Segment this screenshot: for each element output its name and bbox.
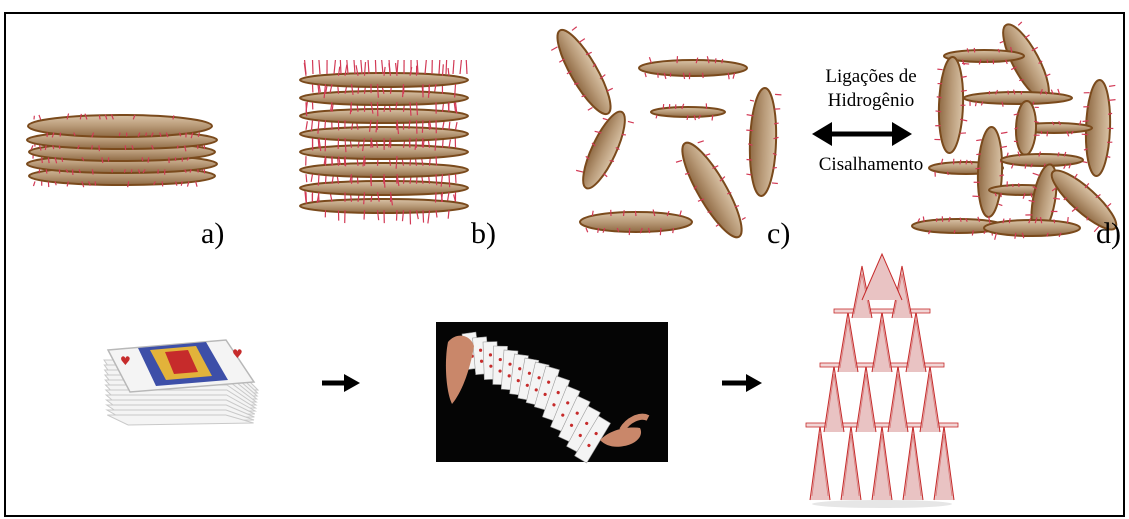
bristle	[338, 87, 339, 94]
platelet	[639, 60, 747, 76]
bristle	[378, 84, 379, 98]
bristle	[722, 59, 723, 63]
bristle	[635, 211, 636, 216]
bristle	[1047, 131, 1048, 136]
bristle	[318, 174, 319, 185]
bristle	[443, 64, 444, 75]
bristle	[987, 60, 988, 63]
shear-label: Cisalhamento	[806, 153, 936, 177]
bristle	[448, 210, 449, 219]
bristle	[436, 174, 437, 185]
bristle	[162, 181, 163, 186]
bristle	[39, 115, 41, 119]
panel-c-dispersed-platelets	[545, 22, 782, 246]
bristle	[131, 169, 132, 172]
bristle	[436, 156, 437, 165]
platelet	[670, 134, 755, 245]
bristle	[177, 145, 178, 148]
bristle	[46, 169, 47, 173]
bristle	[1031, 193, 1032, 197]
bristle	[146, 133, 147, 136]
bristle	[715, 58, 716, 63]
bristle	[1068, 217, 1069, 223]
bristle	[1054, 219, 1055, 223]
bristle	[62, 157, 63, 161]
house-of-cards-image	[806, 254, 958, 508]
platelet	[964, 92, 1072, 104]
bristle	[119, 133, 120, 136]
bristle	[449, 140, 450, 148]
bristle	[345, 156, 346, 166]
bristle	[624, 210, 625, 216]
bristle	[306, 121, 307, 130]
bristle	[703, 73, 704, 78]
bristle	[660, 228, 661, 235]
bristle	[325, 120, 326, 129]
bristle	[423, 210, 424, 222]
bristle	[954, 230, 955, 233]
card-deck-image: ♥♥	[104, 340, 258, 425]
process-arrow-2	[722, 374, 762, 392]
bristle	[936, 218, 937, 222]
bristle	[306, 174, 307, 182]
platelet	[545, 22, 623, 123]
panel-label-b: b)	[471, 217, 496, 251]
panel-label-c: c)	[767, 217, 790, 251]
bristle	[92, 169, 93, 174]
bristle	[39, 169, 40, 173]
process-arrow-1	[322, 374, 360, 392]
bristle	[142, 157, 143, 161]
bristle	[364, 192, 365, 204]
bristle	[409, 138, 410, 147]
bristle	[42, 157, 43, 163]
bristle	[306, 102, 307, 116]
platelet	[934, 56, 969, 153]
svg-text:♥: ♥	[120, 354, 131, 368]
platelet	[1012, 101, 1041, 156]
bristle	[124, 169, 125, 172]
bristle	[422, 120, 423, 133]
bristle	[598, 228, 599, 233]
bristle	[456, 122, 458, 130]
double-arrow	[812, 122, 912, 146]
bristle	[712, 115, 713, 120]
bristle	[92, 145, 93, 149]
bristle	[148, 157, 149, 162]
panel-label-d: d)	[1096, 217, 1121, 251]
bristle	[1041, 131, 1042, 134]
bristle	[311, 174, 312, 182]
bristle	[33, 181, 35, 186]
panel-a-stacked-platelets	[27, 114, 217, 188]
card-shuffle-photo	[436, 322, 668, 463]
bristle	[645, 73, 646, 77]
bristle	[673, 228, 674, 233]
panel-d-card-house-network	[912, 17, 1126, 241]
platelet	[744, 87, 782, 196]
panel-label-a: a)	[201, 217, 224, 251]
platelet	[571, 105, 636, 195]
bristle	[629, 228, 630, 235]
bristle	[59, 145, 60, 149]
bristle	[586, 228, 588, 232]
bristle	[48, 157, 49, 163]
platelet	[984, 220, 1080, 236]
platelet	[972, 126, 1008, 217]
svg-text:♥: ♥	[232, 347, 243, 361]
panel-b-expanded-platelets	[300, 60, 468, 224]
bristle	[1009, 218, 1010, 223]
bristle	[99, 115, 100, 119]
bristle	[923, 217, 924, 222]
hydrogen-bonds-label: Ligações de Hidrogênio	[806, 65, 936, 113]
bristle	[449, 122, 450, 130]
bristle	[449, 174, 450, 187]
bristle	[1021, 91, 1022, 94]
